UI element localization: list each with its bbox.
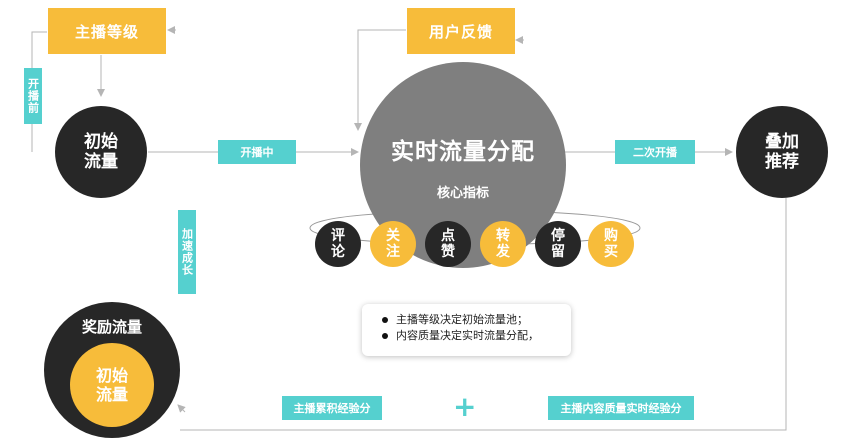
initial-traffic-label: 初始流量 bbox=[84, 131, 118, 172]
stacked-recommend-label: 叠加推荐 bbox=[765, 131, 799, 172]
metric-follow: 关注 bbox=[370, 221, 416, 267]
metric-like: 点赞 bbox=[425, 221, 471, 267]
anchor-experience-box: 主播累积经验分 bbox=[282, 396, 382, 420]
user-feedback-label: 用户反馈 bbox=[428, 22, 493, 41]
reward-inner-label: 初始流量 bbox=[95, 365, 128, 404]
feedback-loop bbox=[354, 29, 406, 131]
before-live-label: 开播前 bbox=[24, 68, 42, 124]
content-quality-experience-box: 主播内容质量实时经验分 bbox=[548, 396, 694, 420]
reward-up-arrow bbox=[177, 404, 186, 413]
user-feedback-box: 用户反馈 bbox=[407, 8, 515, 54]
note-item: 内容质量决定实时流量分配， bbox=[382, 328, 557, 344]
realtime-allocation-title: 实时流量分配 bbox=[391, 139, 535, 165]
metric-comment: 评论 bbox=[315, 221, 361, 267]
reward-inner-circle: 初始流量 bbox=[70, 343, 154, 427]
reward-traffic-circle: 奖励流量 初始流量 bbox=[44, 302, 180, 438]
note-item: 主播等级决定初始流量池； bbox=[382, 312, 557, 328]
initial-traffic-circle: 初始流量 bbox=[55, 106, 147, 198]
core-metrics-label: 核心指标 bbox=[436, 186, 489, 201]
stack-to-reward-line bbox=[180, 198, 787, 431]
metric-share: 转发 bbox=[480, 221, 526, 267]
second-live-label: 二次开播 bbox=[615, 140, 695, 164]
during-live-label: 开播中 bbox=[218, 140, 296, 164]
accelerate-growth-label: 加速成长 bbox=[178, 210, 196, 294]
anchor-level-label: 主播等级 bbox=[74, 22, 139, 41]
stacked-recommend-circle: 叠加推荐 bbox=[736, 106, 828, 198]
plus-icon: + bbox=[453, 390, 477, 423]
notes-callout: 主播等级决定初始流量池； 内容质量决定实时流量分配， bbox=[362, 304, 571, 356]
anchor-level-box: 主播等级 bbox=[48, 8, 166, 54]
reward-traffic-label: 奖励流量 bbox=[81, 318, 142, 336]
metric-purchase: 购买 bbox=[588, 221, 634, 267]
metric-stay: 停留 bbox=[535, 221, 581, 267]
